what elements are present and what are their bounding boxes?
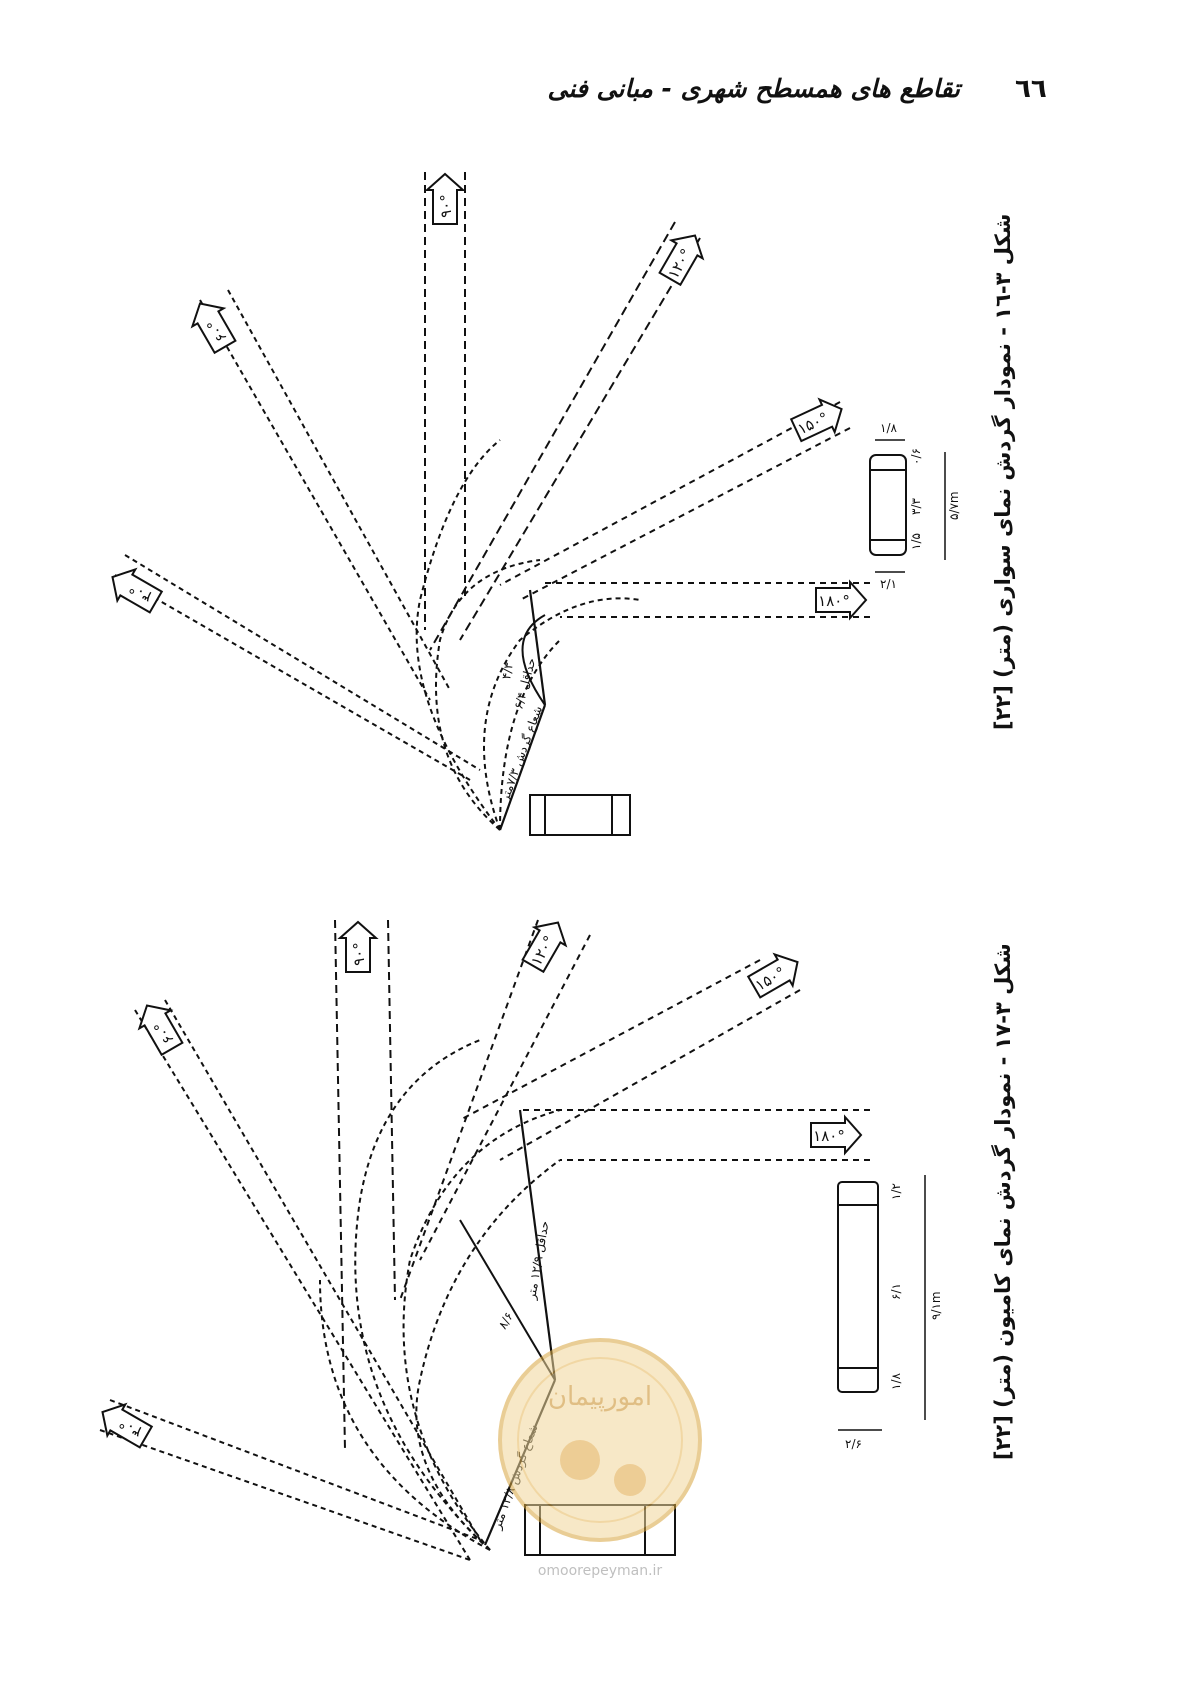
dim-label: ۱/۲ <box>889 1183 903 1200</box>
lane-line <box>459 237 701 641</box>
lane-line <box>519 427 851 601</box>
dim-label: ۱/۵ <box>909 533 923 550</box>
dim-label: ۵/۷m <box>947 491 961 520</box>
radius-label: ۴/۳ <box>499 661 516 681</box>
watermark-text: امورپیمان <box>548 1382 652 1412</box>
angle-arrow: ۱۸۰° <box>810 1114 863 1156</box>
angle-arrow: ۱۵۰° <box>746 952 799 999</box>
radius-line <box>518 1109 557 1381</box>
angle-arrow: ۹۰° <box>424 172 466 225</box>
lane-line <box>387 919 396 1301</box>
sweep-curve <box>483 597 641 831</box>
radius-line <box>459 1219 556 1381</box>
radius-label: ۸/۶ <box>495 1310 516 1332</box>
lane-line <box>199 299 431 701</box>
angle-arrow: ۱۸۰° <box>815 579 868 621</box>
sweep-curve <box>415 439 501 831</box>
lane-line <box>419 934 591 1261</box>
angle-arrow: ۱۵۰° <box>789 397 843 443</box>
radius-label: شعاع گردش ۷/۳متر <box>497 704 546 804</box>
running-title: تقاطع های همسطح شهری - مبانی فنی <box>547 74 961 103</box>
dim-label: ۳/۳ <box>909 498 923 515</box>
car-turning-diagram <box>114 172 946 836</box>
radius-arc <box>521 614 546 706</box>
radius-line <box>498 704 547 831</box>
page-number: ٦٦ <box>1015 74 1047 104</box>
car-plan <box>869 454 907 556</box>
lane-line <box>124 554 481 771</box>
angle-arrow: ۳۰° <box>101 1402 154 1449</box>
lane-line <box>429 221 676 651</box>
angle-arrow: ۳۰° <box>111 567 164 614</box>
figure-caption-top: شکل ۳-۱٦ - نمودار گردش نمای سواری (متر) … <box>990 214 1015 730</box>
page-header: ٦٦ تقاطع های همسطح شهری - مبانی فنی <box>0 64 1190 114</box>
top-figure-labels: شعاع گردش ۷/۳متر حداقل ۶/۴ ۴/۳ ۰/۶ ۳/۳ ۵… <box>497 421 961 804</box>
angle-label: ۱۸۰° <box>813 1127 845 1145</box>
dim-label: ۹/۱m <box>929 1291 943 1320</box>
sweep-curve <box>499 639 561 831</box>
angle-arrows: ۹۰° ۱۲۰° ۱۵۰° ۱۸۰° ۶۰° ۳۰° <box>111 172 868 621</box>
angle-arrow: ۱۲۰° <box>521 921 568 974</box>
figure-caption-bottom: شکل ۳-۱۷ - نمودار گردش نمای کامیون (متر)… <box>990 943 1015 1460</box>
sweep-curve <box>415 1159 561 1551</box>
lane-line <box>227 289 451 691</box>
radius-label: حداقل ۱۲/۹ متر <box>524 1220 553 1302</box>
angle-arrow: ۹۰° <box>337 920 379 973</box>
car-body <box>529 794 631 836</box>
gear-icon <box>560 1440 600 1480</box>
angle-arrow: ۱۲۰° <box>658 234 705 287</box>
lane-line <box>499 401 841 586</box>
angle-arrow: ۶۰° <box>137 1004 184 1057</box>
sweep-curve <box>319 1279 491 1551</box>
angle-label: ۹۰° <box>350 942 368 966</box>
lane-line <box>99 1429 471 1561</box>
dim-label: ۲/۶ <box>845 1437 862 1451</box>
lane-line <box>164 999 481 1541</box>
dim-label: ۱/۸ <box>889 1373 903 1390</box>
sweep-curve <box>354 1039 491 1551</box>
lane-line <box>399 919 539 1301</box>
angle-label: ۹۰° <box>437 194 455 218</box>
dim-label: ۰/۶ <box>909 448 923 465</box>
angle-arrow: ۶۰° <box>190 302 237 355</box>
lane-line <box>109 1399 481 1541</box>
sweep-curve <box>435 559 541 831</box>
truck-plan <box>837 1181 879 1393</box>
watermark-logo: امورپیمان omoorepeyman.ir <box>498 1338 702 1579</box>
lane-line <box>459 959 761 1121</box>
gear-icon <box>614 1464 646 1496</box>
lane-line <box>334 919 346 1451</box>
lane-line <box>499 989 801 1161</box>
angle-arrows: ۹۰° ۱۲۰° ۱۵۰° ۱۸۰° ۶۰° ۳۰° <box>101 920 863 1449</box>
dim-label: ۲/۱ <box>880 577 897 591</box>
angle-label: ۱۸۰° <box>818 592 850 610</box>
truck-turning-diagram <box>99 919 926 1561</box>
sweep-curve <box>402 1109 561 1551</box>
lane-line <box>134 1009 471 1561</box>
watermark-url: omoorepeyman.ir <box>538 1563 663 1579</box>
dim-label: ۱/۸ <box>880 421 897 435</box>
dim-label: ۶/۱ <box>889 1283 903 1300</box>
radius-line <box>528 589 547 706</box>
